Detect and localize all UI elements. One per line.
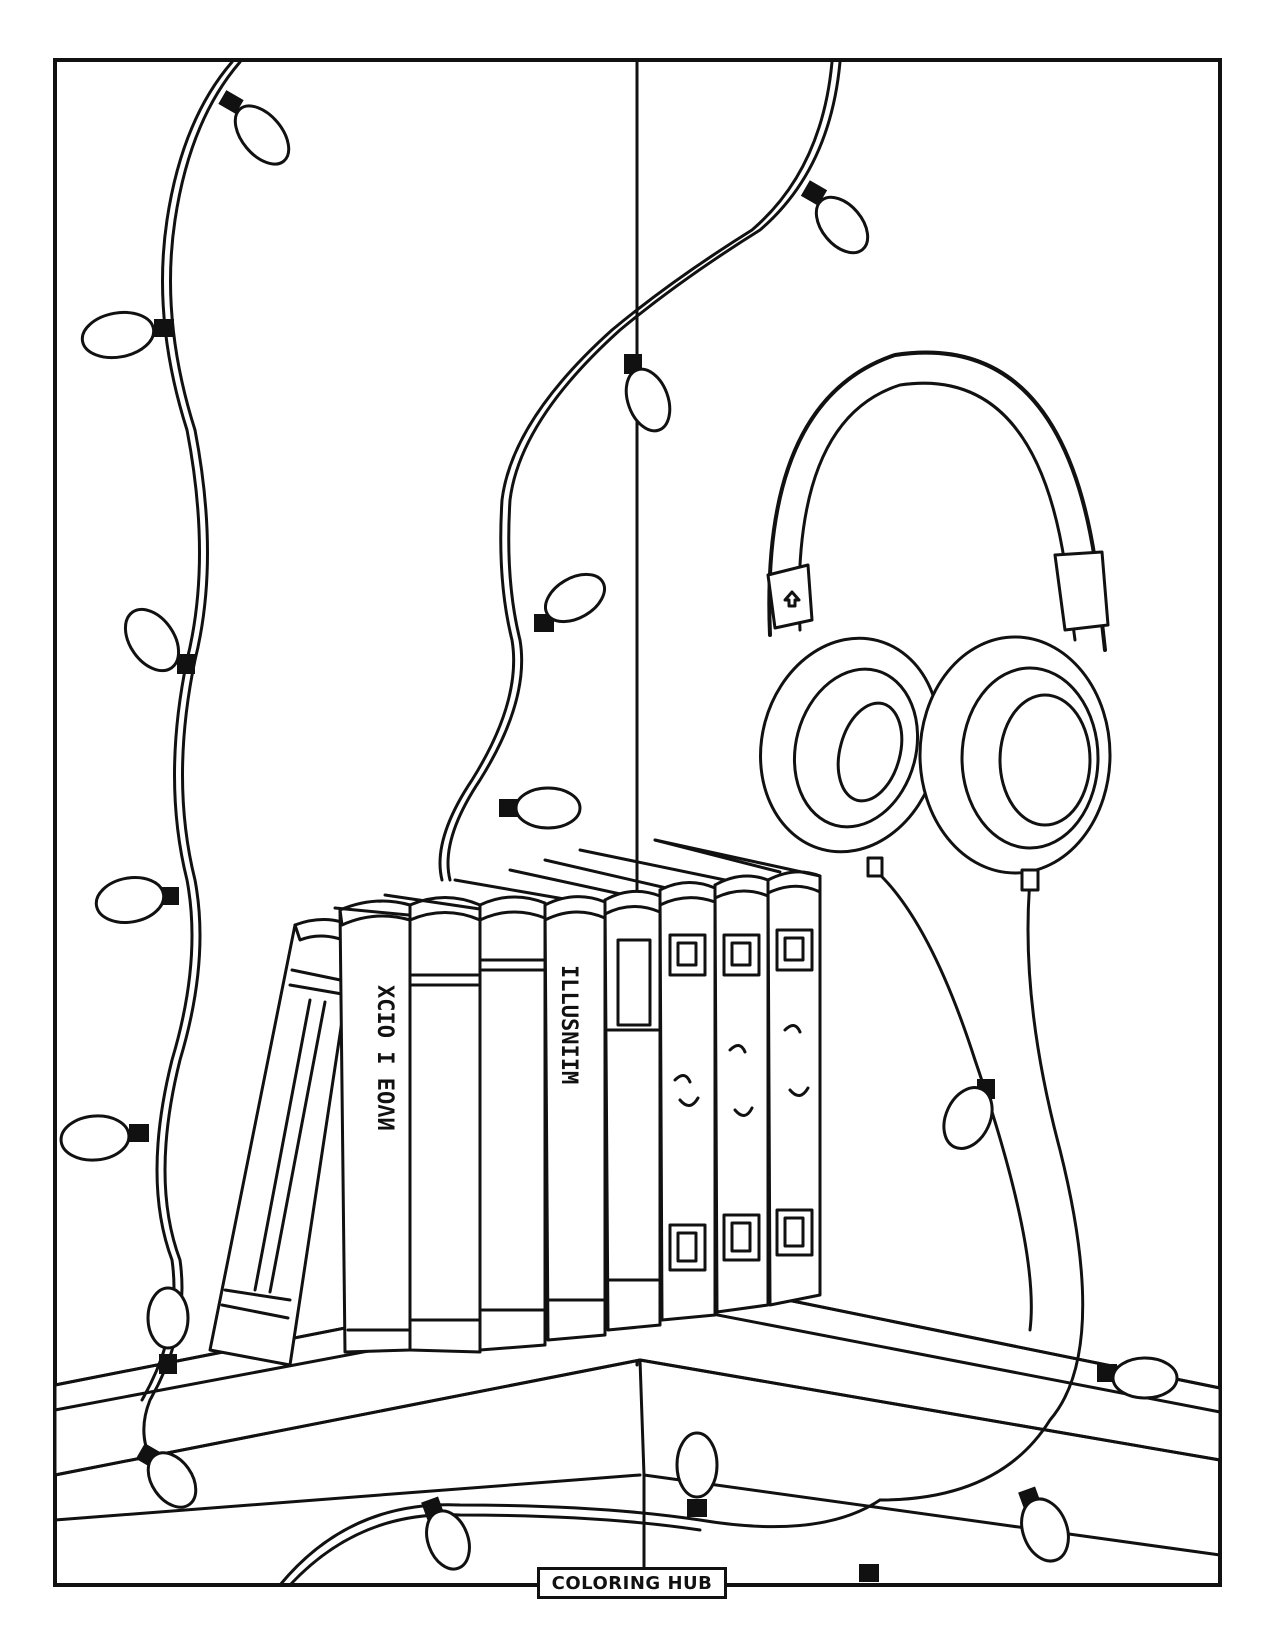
string-light-bulb-icon [1097, 1356, 1179, 1400]
string-light-bulb-icon [624, 354, 672, 433]
book-icon [578, 848, 727, 1322]
string-light-bulb-icon [59, 1114, 149, 1162]
book-spine-title: ΧCIO I ΕΟΛИ [372, 985, 397, 1131]
string-light-bulb-icon [123, 607, 195, 674]
book-icon [653, 838, 822, 1307]
string-light-bulb-icon [421, 1496, 471, 1571]
string-light-bulb-icon [534, 572, 606, 632]
book-icon [653, 838, 782, 1314]
string-light-bulb-icon [1018, 1486, 1070, 1563]
string-light-bulb-icon [135, 1443, 198, 1509]
book-icon [383, 893, 502, 1354]
brand-label: COLORING HUB [537, 1567, 727, 1599]
string-light-bulb-icon [80, 310, 174, 360]
string-light-bulb-icon [859, 1564, 879, 1582]
book-icon: ILLUSNIIM [508, 868, 627, 1342]
headphones-icon [759, 350, 1112, 1502]
string-light-bulb-icon [942, 1079, 995, 1150]
string-light-bulb-icon [675, 1431, 719, 1517]
book-stack: ΧCIO I ΕΟΛИ ILLUSNIIM [208, 838, 822, 1367]
book-spine-title: ILLUSNIIM [556, 965, 581, 1084]
string-light-bulb-icon [800, 180, 870, 255]
book-icon [543, 858, 677, 1332]
string-light-bulb-icon [218, 90, 291, 166]
book-icon [208, 918, 362, 1367]
book-icon [453, 878, 572, 1352]
string-light-bulb-icon [146, 1286, 190, 1374]
string-light-bulb-icon [499, 786, 582, 830]
string-light-bulb-icon [94, 876, 179, 924]
